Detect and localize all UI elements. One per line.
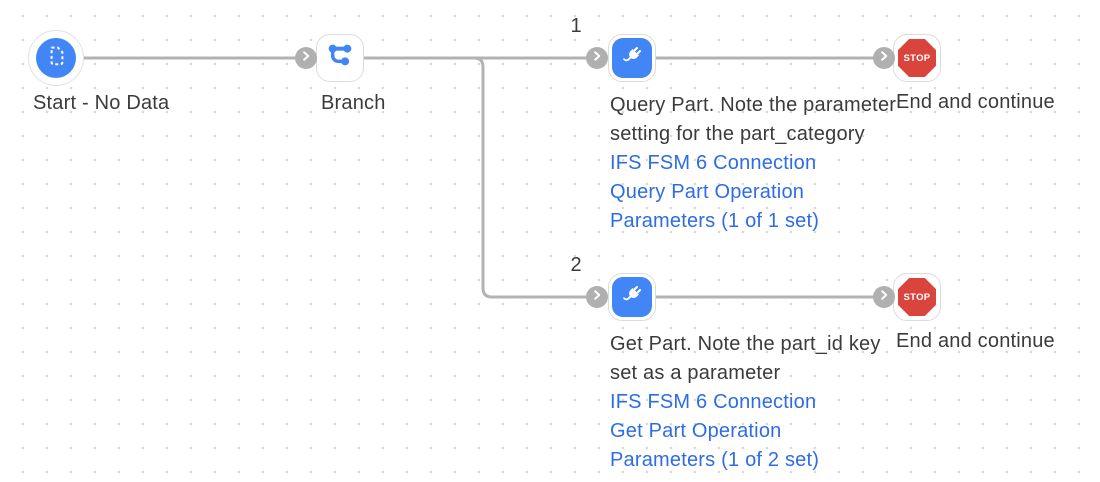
stop-sign-icon: STOP (898, 39, 936, 77)
end-node-2-label: End and continue (896, 330, 1055, 352)
get-part-description-block: Get Part. Note the part_id key set as a … (610, 330, 881, 475)
chevron-right-icon (875, 47, 893, 70)
step2-input-port[interactable] (586, 286, 608, 308)
step-description-line: Get Part. Note the part_id key (610, 333, 881, 355)
query-part-node-badge (612, 38, 652, 78)
query-part-description-block: Query Part. Note the parameter setting f… (610, 91, 896, 236)
start-node[interactable] (28, 30, 84, 86)
get-part-node[interactable] (608, 273, 656, 321)
step-description-line: setting for the part_category (610, 123, 865, 145)
connection-link[interactable]: IFS FSM 6 Connection (610, 152, 817, 174)
branch-input-port[interactable] (295, 47, 317, 69)
end-node-1[interactable]: STOP (893, 34, 941, 82)
step-description-line: Query Part. Note the parameter (610, 94, 897, 116)
plug-icon (619, 43, 645, 74)
start-node-label: Start - No Data (33, 92, 170, 114)
end2-input-port[interactable] (873, 286, 895, 308)
query-part-node[interactable] (608, 34, 656, 82)
parameters-link[interactable]: Parameters (1 of 2 set) (610, 449, 820, 471)
start-node-badge (36, 38, 76, 78)
connection-link[interactable]: IFS FSM 6 Connection (610, 391, 817, 413)
document-dashed-icon (44, 44, 68, 73)
end-node-1-label: End and continue (896, 91, 1055, 113)
chevron-right-icon (875, 286, 893, 309)
step1-input-port[interactable] (586, 47, 608, 69)
branch-path-number-2: 2 (570, 254, 582, 276)
parameters-link[interactable]: Parameters (1 of 1 set) (610, 210, 820, 232)
branch-node[interactable] (316, 34, 364, 82)
get-part-node-badge (612, 277, 652, 317)
stop-sign-icon: STOP (898, 278, 936, 316)
branch-path-number-1: 1 (570, 15, 582, 37)
chevron-right-icon (588, 47, 606, 70)
end1-input-port[interactable] (873, 47, 895, 69)
chevron-right-icon (588, 286, 606, 309)
step-description-line: set as a parameter (610, 362, 781, 384)
branch-icon (324, 40, 356, 77)
operation-link[interactable]: Get Part Operation (610, 420, 782, 442)
end-node-2[interactable]: STOP (893, 273, 941, 321)
branch-node-label: Branch (321, 92, 386, 114)
operation-link[interactable]: Query Part Operation (610, 181, 805, 203)
chevron-right-icon (297, 47, 315, 70)
plug-icon (619, 282, 645, 313)
